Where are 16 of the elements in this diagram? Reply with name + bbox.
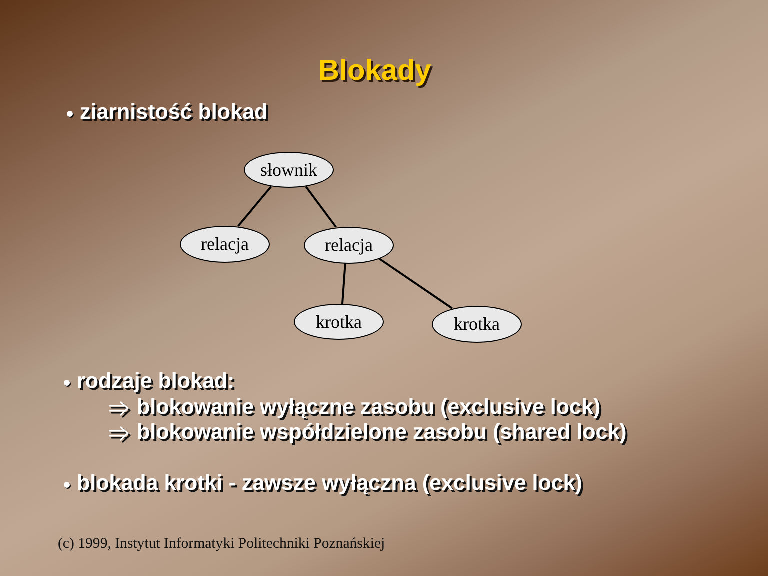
ellipse-node: krotka	[432, 306, 522, 342]
footer-text: (c) 1999, Instytut Informatyki Politechniki Poznańskiej	[58, 536, 386, 553]
sub-bullet-text: blokowanie współdzielone zasobu (shared lock)	[137, 420, 627, 445]
connector-line	[305, 186, 337, 228]
ellipse-node: krotka	[294, 304, 384, 340]
ellipse-node: relacja	[304, 226, 394, 264]
ellipse-node: relacja	[180, 226, 270, 262]
bullet-text: rodzaje blokad:	[77, 369, 235, 394]
slide-title: Blokady	[318, 55, 432, 88]
connector-line	[238, 186, 272, 227]
sub-bullet-text: blokowanie wyłączne zasobu (exclusive lock)	[137, 395, 601, 420]
connector-line	[378, 258, 453, 310]
ellipse-node: słownik	[244, 152, 334, 188]
bullet-text: ziarnistość blokad	[80, 100, 268, 125]
bullet-text: blokada krotki - zawsze wyłączna (exclusive lock)	[77, 471, 582, 496]
connector-line	[342, 263, 346, 304]
